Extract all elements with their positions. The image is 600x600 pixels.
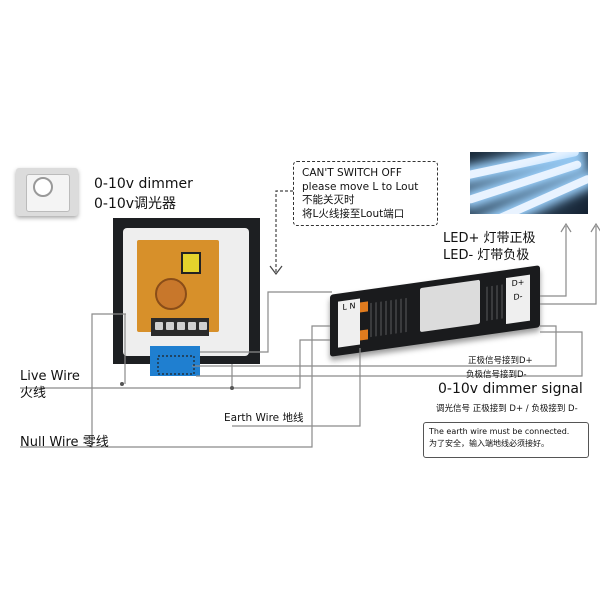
led-positive-wire xyxy=(540,226,567,297)
earth-wire-label: Earth Wire 地线 xyxy=(224,412,304,424)
signal-positive-wire xyxy=(192,325,557,367)
earth-wire-warning: The earth wire must be connected. 为了安全，输… xyxy=(423,422,589,458)
live-wire-label-en: Live Wire xyxy=(20,369,80,384)
led-negative-label: LED- 灯带负极 xyxy=(443,248,530,263)
callout-line-1: CAN'T SWITCH OFF xyxy=(302,167,402,179)
dimmer-title: 0-10v dimmer 0-10v调光器 xyxy=(94,174,193,214)
dimmer-terminal-block xyxy=(151,318,209,336)
earth-warning-cn: 为了安全，输入端地线必须接好。 xyxy=(429,439,549,448)
callout-line-2: please move L to Lout xyxy=(302,180,419,193)
null-to-driver-wire xyxy=(92,325,330,448)
callout-line-3: 不能关灭时 xyxy=(302,194,355,206)
dimmer-title-cn: 0-10v调光器 xyxy=(94,196,177,212)
led-positive-label: LED+ 灯带正极 xyxy=(443,231,536,246)
live-to-driver-wire xyxy=(232,339,330,389)
signal-positive-label: 正极信号接到D+ xyxy=(468,356,533,366)
dimmer-thumbnail-image xyxy=(16,168,78,216)
led-polarity-labels: LED+ 灯带正极 LED- 灯带负极 xyxy=(443,230,536,264)
dimmer-signal-subtitle: 调光信号 正极接到 D+ / 负极接到 D- xyxy=(436,404,578,414)
callout-pointer xyxy=(275,190,293,272)
live-wire-label: Live Wire 火线 xyxy=(20,368,80,402)
null-wire xyxy=(20,313,126,448)
cant-switch-off-callout: CAN'T SWITCH OFF please move L to Lout 不… xyxy=(293,161,438,226)
inductor-coil-icon xyxy=(181,252,201,274)
signal-negative-label: 负极信号接到D- xyxy=(466,370,527,380)
led-strip-photo xyxy=(470,152,588,214)
potentiometer-icon xyxy=(155,278,187,310)
led-negative-wire xyxy=(540,226,597,305)
dimmer-line-wire xyxy=(200,291,332,353)
dimmer-title-en: 0-10v dimmer xyxy=(94,176,193,192)
signal-negative-wire xyxy=(196,331,583,377)
dimmer-signal-title: 0-10v dimmer signal xyxy=(438,381,583,397)
dimmer-knob-icon xyxy=(33,177,53,197)
earth-to-driver-wire xyxy=(232,348,361,427)
callout-line-4: 将L火线接至Lout端口 xyxy=(302,207,405,220)
null-wire-label: Null Wire 零线 xyxy=(20,435,109,450)
dimmer-back-photo xyxy=(113,218,260,364)
earth-warning-en: The earth wire must be connected. xyxy=(429,427,570,436)
live-wire-label-cn: 火线 xyxy=(20,386,47,401)
